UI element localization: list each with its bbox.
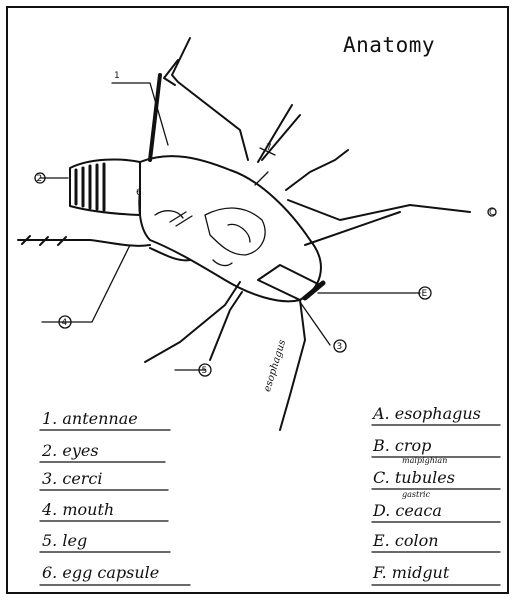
right-note-crop: malpighian xyxy=(402,456,447,465)
marker-e: E xyxy=(422,289,428,299)
head xyxy=(70,160,140,215)
marker-2: 2 xyxy=(37,174,43,184)
legs xyxy=(145,105,470,430)
leader-lines xyxy=(40,83,420,370)
right-note-tubules: gastric xyxy=(402,490,430,499)
marker-6: 6 xyxy=(136,188,142,198)
marker-1: 1 xyxy=(114,71,120,81)
right-label-1: A. esophagus xyxy=(373,404,481,423)
left-label-4: 4. mouth xyxy=(42,500,114,519)
marker-4: 4 xyxy=(62,318,68,328)
marker-3: 3 xyxy=(337,342,343,352)
right-label-3: C. tubules xyxy=(373,468,455,487)
left-label-3: 3. cerci xyxy=(42,469,103,488)
left-label-2: 2. eyes xyxy=(42,441,99,460)
right-label-2: B. crop xyxy=(373,436,431,455)
marker-c: C xyxy=(489,208,495,218)
left-label-6: 6. egg capsule xyxy=(42,563,159,582)
marker-labels: 2 4 5 E 3 C 1 6 7 xyxy=(37,71,496,376)
marker-7: 7 xyxy=(266,143,272,153)
right-label-6: F. midgut xyxy=(373,563,449,582)
right-label-4: D. ceaca xyxy=(373,501,442,520)
antennae xyxy=(18,38,248,260)
left-label-1: 1. antennae xyxy=(42,409,138,428)
right-label-5: E. colon xyxy=(373,531,439,550)
marker-5: 5 xyxy=(202,366,208,376)
body-outline xyxy=(139,156,323,301)
left-label-5: 5. leg xyxy=(42,531,87,550)
